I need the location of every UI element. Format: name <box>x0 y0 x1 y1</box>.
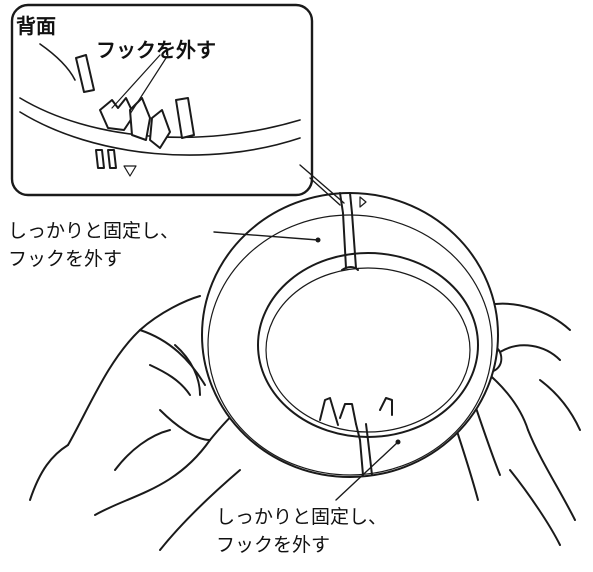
upper-callout-line1: しっかりと固定し、 <box>8 220 180 242</box>
lower-callout-line1: しっかりと固定し、 <box>216 506 388 528</box>
upper-leader-dot <box>315 237 321 243</box>
upper-callout-line2: フックを外す <box>8 248 123 270</box>
lower-callout-line2: フックを外す <box>216 534 331 556</box>
inset-hook-label: フックを外す <box>96 38 216 62</box>
lower-leader-dot <box>395 439 401 445</box>
inset-box <box>10 3 345 206</box>
ring-cover <box>201 192 499 478</box>
inset-title: 背面 <box>16 14 56 38</box>
lower-leader-line <box>335 441 399 501</box>
upper-leader-line <box>213 231 319 241</box>
